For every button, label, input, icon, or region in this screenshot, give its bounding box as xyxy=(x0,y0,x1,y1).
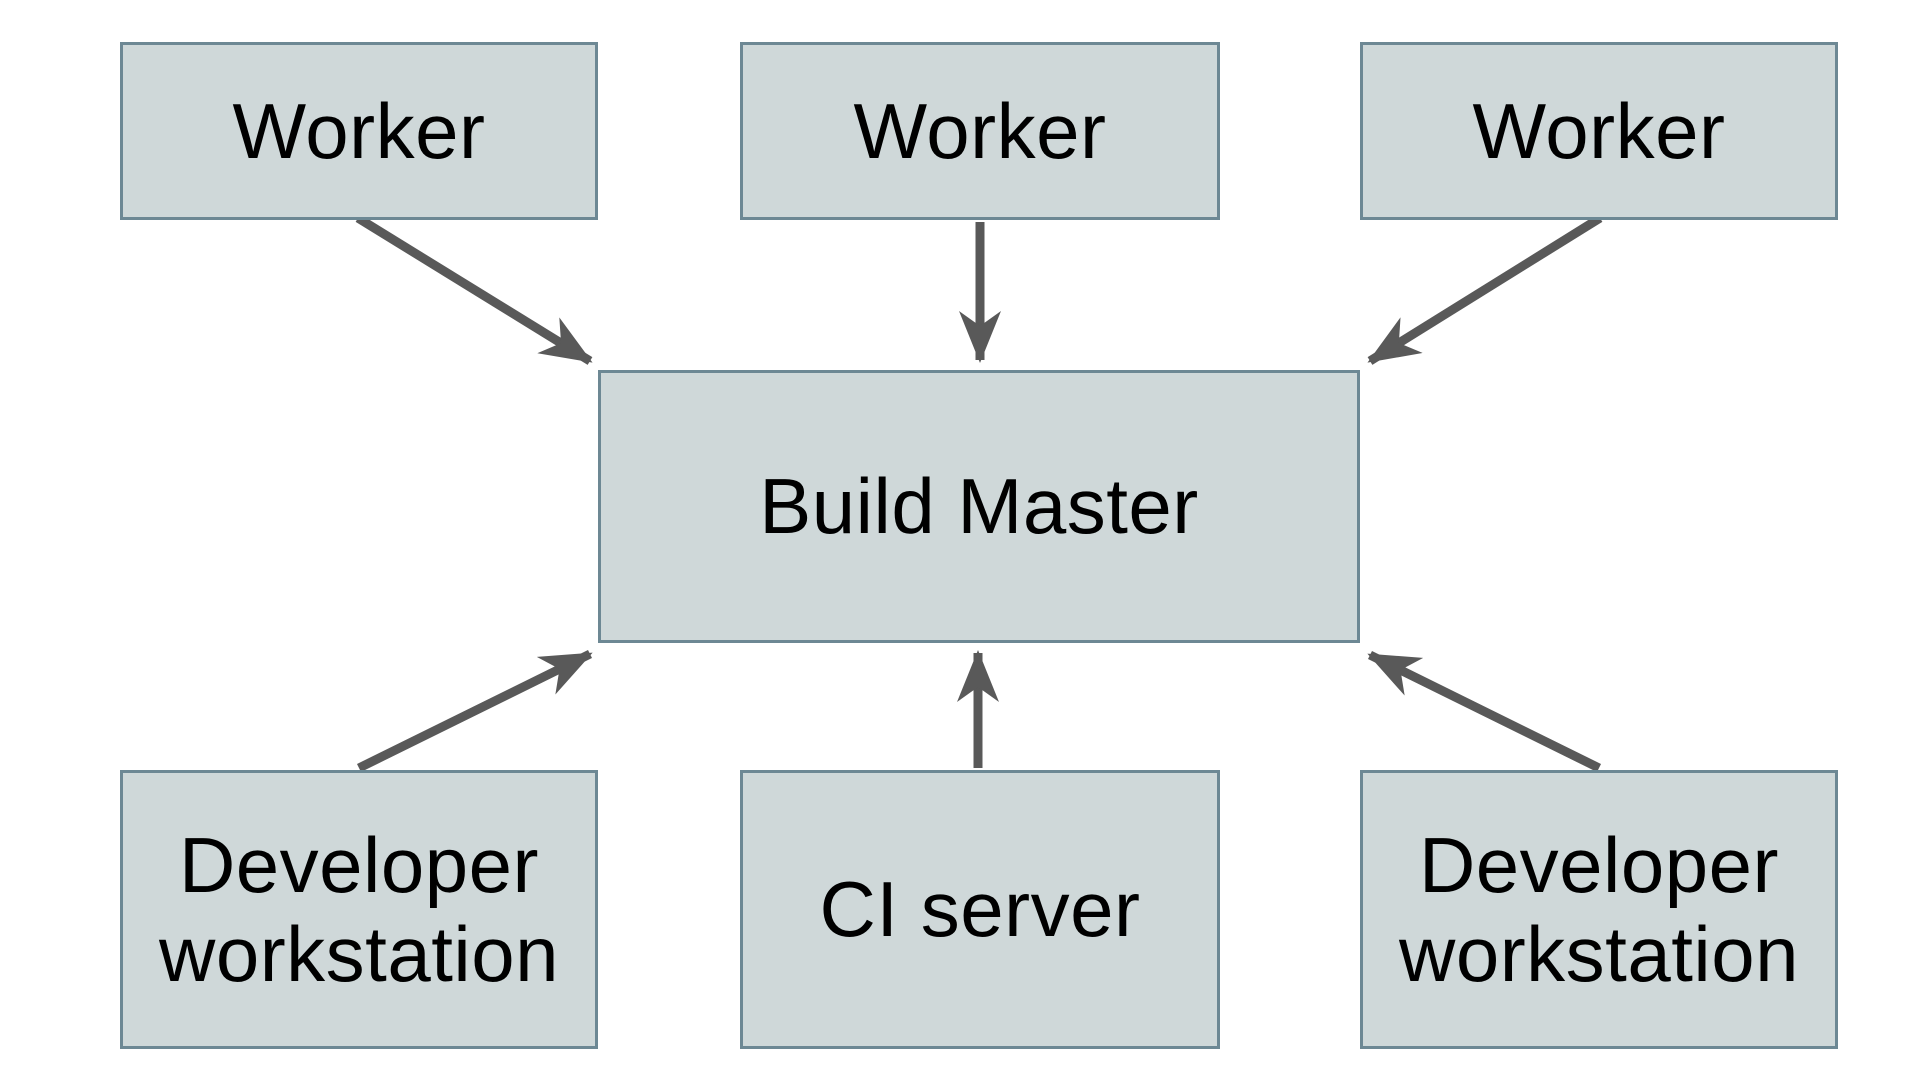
node-label: Developer workstation xyxy=(159,821,559,998)
node-ci-server: CI server xyxy=(740,770,1220,1049)
node-label: Worker xyxy=(232,86,486,175)
node-developer-workstation-left: Developer workstation xyxy=(120,770,598,1049)
node-label: Developer workstation xyxy=(1399,821,1799,998)
arrow-worker-left-to-build-master xyxy=(355,214,593,365)
node-label: CI server xyxy=(819,865,1141,954)
node-developer-workstation-right: Developer workstation xyxy=(1360,770,1838,1049)
arrow-dev-right-to-build-master xyxy=(1367,650,1601,773)
node-worker-top-left: Worker xyxy=(120,42,598,220)
node-label: Build Master xyxy=(759,462,1199,551)
node-build-master: Build Master xyxy=(598,370,1360,643)
node-label: Worker xyxy=(1472,86,1726,175)
node-worker-top-center: Worker xyxy=(740,42,1220,220)
node-worker-top-right: Worker xyxy=(1360,42,1838,220)
node-label: Worker xyxy=(853,86,1107,175)
arrow-dev-left-to-build-master xyxy=(357,649,593,773)
arrow-worker-right-to-build-master xyxy=(1367,214,1603,365)
